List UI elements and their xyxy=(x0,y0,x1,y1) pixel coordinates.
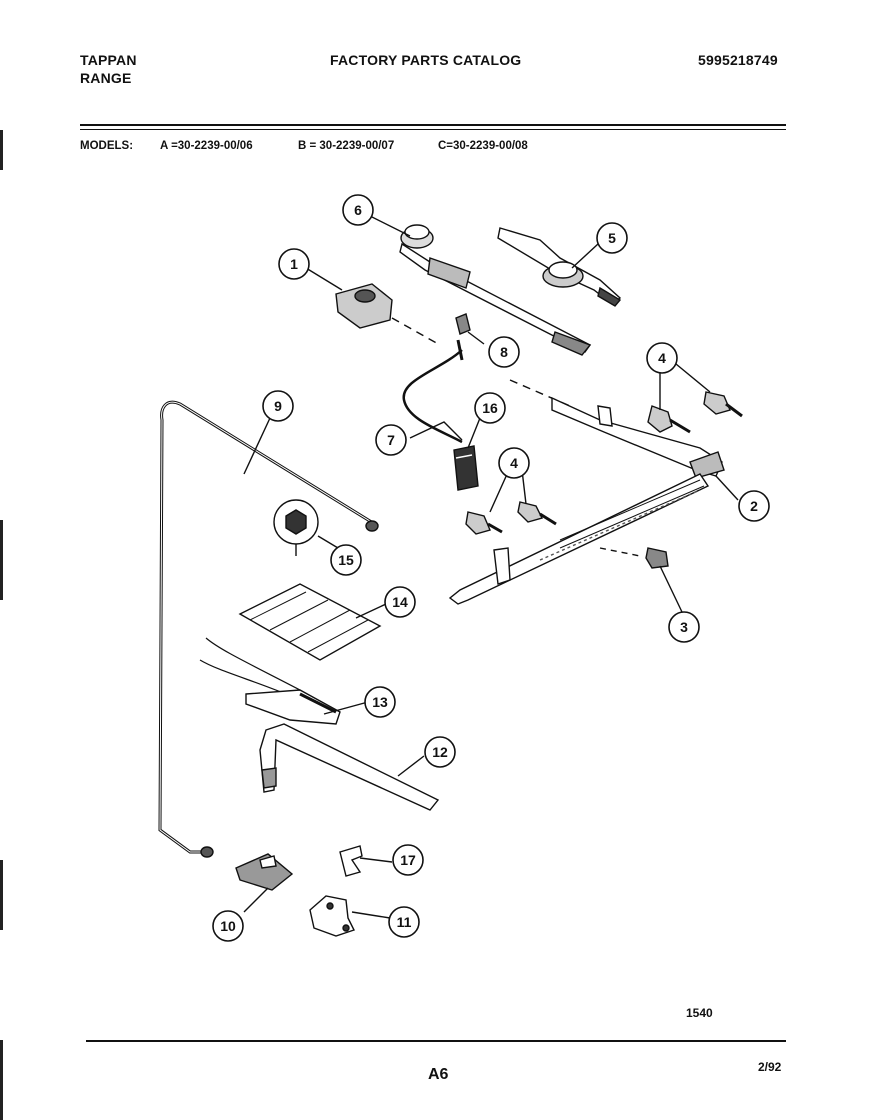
header-rule-top xyxy=(80,124,786,126)
callout-10: 10 xyxy=(220,918,236,934)
callout-3: 3 xyxy=(680,619,688,635)
callout-16: 16 xyxy=(482,400,498,416)
burner-6-assembly xyxy=(399,224,592,356)
callout-4-upper: 4 xyxy=(658,350,666,366)
scan-mark-left xyxy=(0,1040,3,1120)
brand-line-2: RANGE xyxy=(80,70,132,86)
callout-1: 1 xyxy=(290,256,298,272)
callout-12-circle xyxy=(424,736,456,768)
manifold-2 xyxy=(448,379,725,605)
clip-3 xyxy=(599,547,669,569)
burner-12 xyxy=(259,723,440,811)
callout-7: 7 xyxy=(387,432,395,448)
callout-2: 2 xyxy=(750,498,758,514)
callout-4-circle xyxy=(498,447,530,479)
scan-mark-left xyxy=(0,860,3,930)
callout-11-circle xyxy=(388,906,420,938)
callout-12: 12 xyxy=(432,744,448,760)
callout-8-circle xyxy=(488,336,520,368)
callout-8: 8 xyxy=(500,344,508,360)
callout-14: 14 xyxy=(392,594,408,610)
bracket-11 xyxy=(309,895,355,937)
catalog-title: FACTORY PARTS CATALOG xyxy=(330,52,522,68)
fitting-8 xyxy=(402,313,471,444)
callout-9: 9 xyxy=(274,398,282,414)
callout-5-circle xyxy=(596,222,628,254)
callout-5: 5 xyxy=(608,230,616,246)
callout-17: 17 xyxy=(400,852,416,868)
tube-9 xyxy=(158,400,379,858)
models-label: MODELS: xyxy=(80,140,134,152)
callout-9-circle xyxy=(262,390,294,422)
callout-6: 6 xyxy=(354,202,362,218)
regulator-1 xyxy=(335,283,441,346)
callout-10-circle xyxy=(212,910,244,942)
valve-4-lower xyxy=(465,501,557,535)
catalog-number: 5995218749 xyxy=(698,52,778,68)
scan-mark-left xyxy=(0,130,3,170)
scan-mark-left xyxy=(0,520,3,600)
callout-13-circle xyxy=(364,686,396,718)
callout-2-circle xyxy=(738,490,770,522)
model-a: A =30-2239-00/06 xyxy=(160,140,253,152)
valve-4-upper xyxy=(647,391,743,434)
callout-1-circle xyxy=(278,248,310,280)
clip-17 xyxy=(339,845,363,877)
callout-4-circle xyxy=(646,342,678,374)
model-b: B = 30-2239-00/07 xyxy=(298,140,395,152)
footer-rule xyxy=(86,1040,786,1042)
header-rule-bottom xyxy=(80,129,786,130)
callout-4-lower: 4 xyxy=(510,455,518,471)
brand-line-1: TAPPAN xyxy=(80,52,137,68)
bracket-10 xyxy=(235,853,294,891)
callout-15-circle xyxy=(330,544,362,576)
callout-3-circle xyxy=(668,611,700,643)
callout-7-circle xyxy=(375,424,407,456)
diagram-number: 1540 xyxy=(686,1006,713,1020)
callout-16-circle xyxy=(474,392,506,424)
orifice-15 xyxy=(273,499,319,556)
burner-5-assembly xyxy=(497,227,622,307)
callout-15: 15 xyxy=(338,552,354,568)
thermostat-16 xyxy=(453,445,479,491)
callout-14-circle xyxy=(384,586,416,618)
baffle-14 xyxy=(238,583,382,661)
callout-17-circle xyxy=(392,844,424,876)
page-label: A6 xyxy=(428,1066,449,1083)
callout-6-circle xyxy=(342,194,374,226)
igniter-13 xyxy=(199,637,341,725)
callout-11: 11 xyxy=(397,914,412,930)
callout-13: 13 xyxy=(372,694,388,710)
model-c: C=30-2239-00/08 xyxy=(438,140,528,152)
revision-date: 2/92 xyxy=(758,1060,782,1074)
